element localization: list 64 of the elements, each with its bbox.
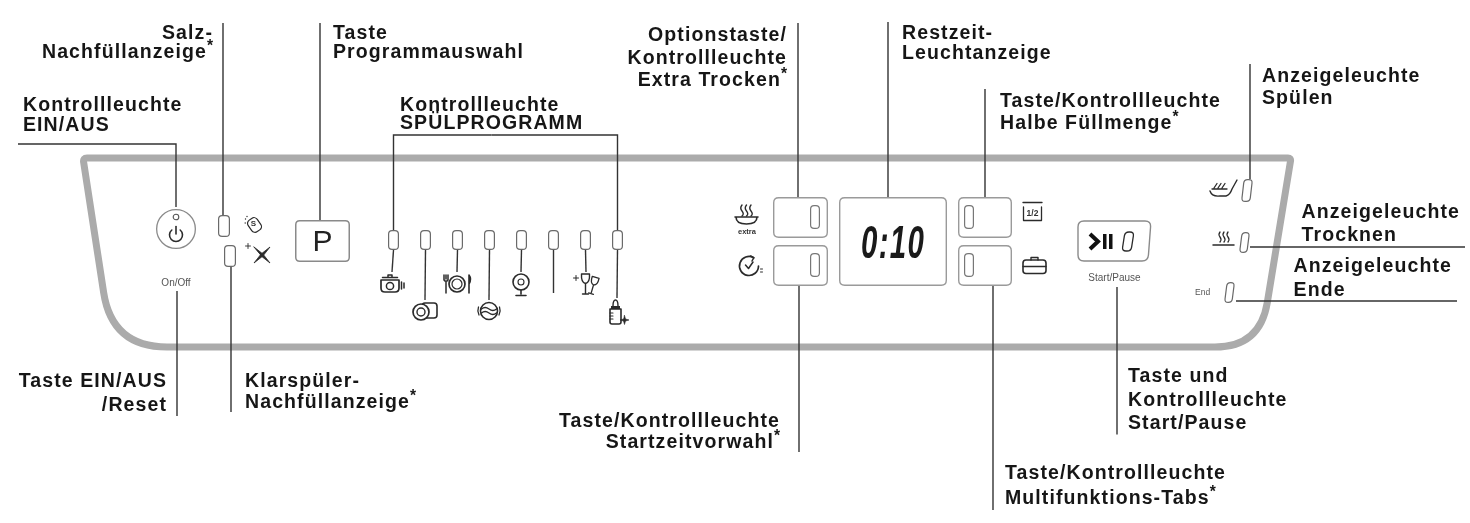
time-display <box>839 197 947 286</box>
callout-label: Klarspüler- Nachfüllanzeige$^{*}$ <box>231 370 417 412</box>
leader-line <box>992 285 994 511</box>
leader-line <box>887 21 889 198</box>
leader-line <box>230 266 232 413</box>
leader-line <box>984 88 986 198</box>
indicator-light <box>420 230 431 250</box>
indicator-light <box>484 230 495 250</box>
icon-caption: 1/2 <box>1025 207 1040 218</box>
indicator-light <box>516 230 527 250</box>
time-readout: 0:10 <box>860 218 925 265</box>
symbol-letter: S <box>249 219 258 229</box>
leader-line <box>520 249 523 273</box>
leader-line <box>798 285 800 453</box>
callout-label: Kontrollleuchte EIN/AUS <box>18 94 183 144</box>
callout-label: Taste und Kontrollleuchte Start/Pause <box>1117 364 1288 435</box>
callout-label: Taste/Kontrollleuchte Multifunktions-Tabs$^{*}$ <box>993 460 1226 510</box>
program-button: P <box>295 220 350 262</box>
leader-line <box>797 22 799 198</box>
leader-line <box>222 22 224 216</box>
callout-label: Kontrollleuchte SPÜLPROGRAMM <box>398 95 586 135</box>
button-caption: Start/Pause <box>1087 272 1142 284</box>
leader-line <box>392 134 493 231</box>
indicator-light <box>548 230 559 250</box>
leader-line <box>584 249 587 273</box>
callout-label: Restzeit- Leuchtanzeige <box>888 22 1052 62</box>
button-caption: On/Off <box>160 277 192 289</box>
callout-label: Optionstaste/ Kontrollleuchte Extra Trocken$^{*}$ <box>627 23 798 91</box>
leader-line <box>456 249 459 273</box>
indicator-light <box>452 230 463 250</box>
leader-line <box>1116 286 1118 436</box>
leader-line <box>616 249 619 299</box>
callout-label: Anzeigeleuchte Spülen <box>1250 64 1421 108</box>
leader-line <box>1249 246 1466 248</box>
leader-line <box>176 290 178 417</box>
callout-label: Taste/Kontrollleuchte Halbe Füllmenge$^{*}$ <box>985 89 1221 133</box>
leader-line <box>424 249 427 301</box>
callout-label: Taste/Kontrollleuchte Startzeitvorwahl$^{*}$ <box>559 410 799 452</box>
leader-line <box>319 22 321 221</box>
option-button <box>958 245 1012 286</box>
indicator-light <box>388 230 399 250</box>
control-panel <box>79 154 1295 351</box>
leader-line <box>17 143 177 208</box>
callout-label: Taste Programmauswahl <box>320 23 524 61</box>
option-button <box>773 197 828 238</box>
option-button <box>958 197 1012 238</box>
leader-line <box>490 134 619 231</box>
callout-label: Taste EIN/AUS /Reset <box>18 368 177 416</box>
light-caption: End <box>1195 287 1212 298</box>
callout-label: Salz- Nachfüllanzeige$^{*}$ <box>41 23 223 61</box>
leader-line <box>391 249 395 273</box>
option-button <box>773 245 828 286</box>
indicator-light <box>1239 232 1250 253</box>
indicator-light <box>612 230 623 250</box>
indicator-light <box>1241 179 1253 202</box>
indicator-light <box>218 215 230 237</box>
indicator-light <box>580 230 591 250</box>
leader-line <box>1249 63 1251 180</box>
leader-line <box>552 249 555 294</box>
callout-label: Anzeigeleuchte Trocknen <box>1301 200 1465 247</box>
callout-label: Anzeigeleuchte Ende <box>1293 253 1457 301</box>
indicator-light <box>224 245 236 267</box>
leader-line <box>488 249 491 301</box>
leader-line <box>1235 300 1458 302</box>
